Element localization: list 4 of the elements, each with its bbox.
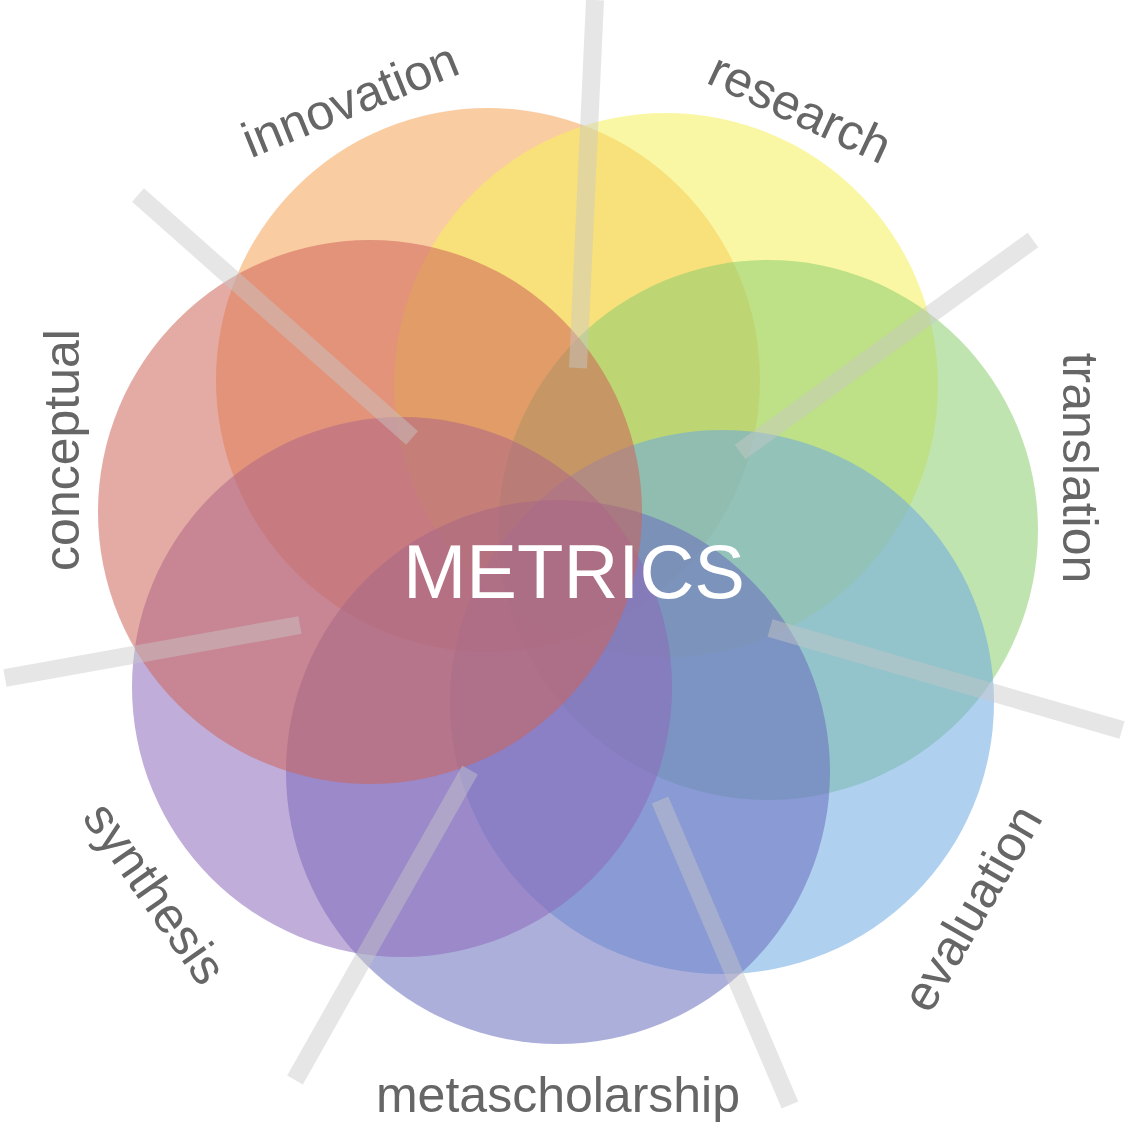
circle-label: conceptual	[37, 329, 87, 571]
circle-label: translation	[1055, 352, 1105, 584]
circle-label: metascholarship	[375, 1070, 741, 1120]
center-title: METRICS	[403, 534, 745, 610]
